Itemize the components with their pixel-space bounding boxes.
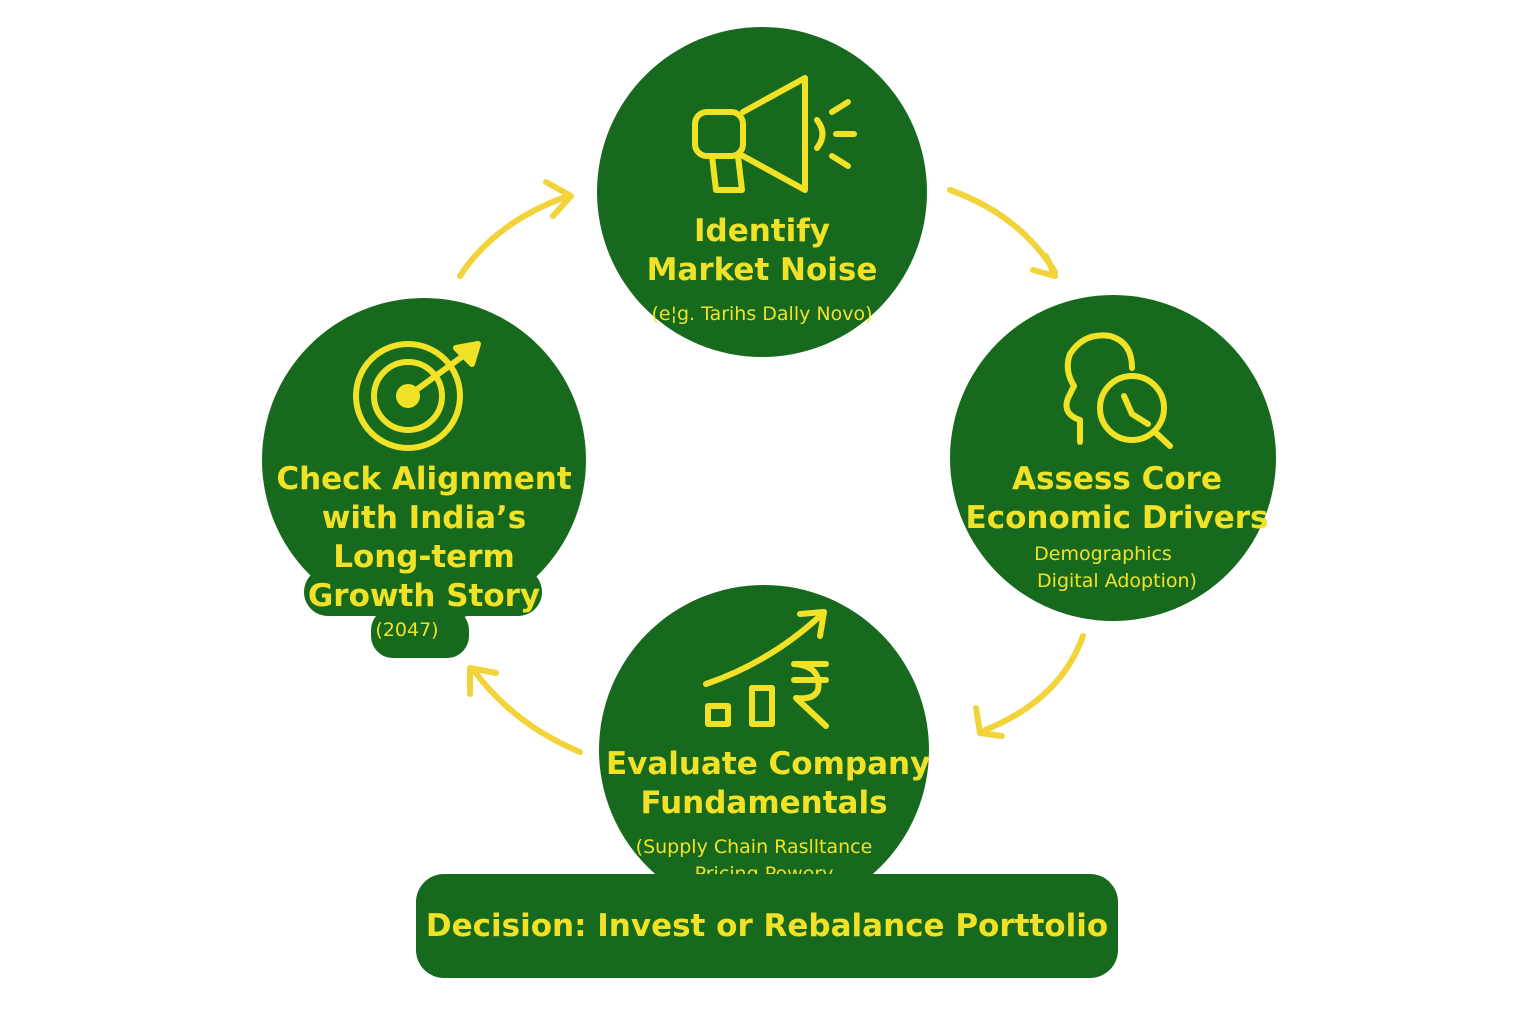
node-evaluate-title-line1: Evaluate Company xyxy=(606,746,931,782)
node-assess-circle xyxy=(950,295,1276,621)
node-assess-title-line2: Economic Drivers xyxy=(965,500,1269,536)
node-evaluate-subtitle-line1: (Supply Chain Raslltance xyxy=(635,836,873,858)
node-check-title-line4: Growth Story xyxy=(307,578,541,614)
decision-label: Decision: Invest or Rebalance Porttolio xyxy=(425,908,1109,944)
node-identify-title-line2: Market Noise xyxy=(646,252,878,288)
node-check: Check Alignment with India’s Long-term G… xyxy=(270,460,578,643)
node-identify-subtitle: (e¦g. Tarihs Dally Novo) xyxy=(651,303,873,325)
node-assess: Assess Core Economic Drivers Demographic… xyxy=(962,460,1272,594)
node-evaluate-circle xyxy=(599,585,929,915)
arrow-identify-to-assess xyxy=(947,187,1058,279)
node-check-title-line2: with India’s xyxy=(321,500,527,536)
node-check-title-line1: Check Alignment xyxy=(276,461,572,497)
arrow-evaluate-to-check xyxy=(467,665,583,755)
node-identify-circle xyxy=(597,27,927,357)
node-identify-title-line1: Identify xyxy=(694,213,830,249)
node-evaluate: Evaluate Company Fundamentals (Supply Ch… xyxy=(606,745,931,887)
arrow-check-to-identify xyxy=(457,179,574,279)
node-evaluate-title-line2: Fundamentals xyxy=(640,785,888,821)
node-identify: Identify Market Noise (e¦g. Tarihs Dally… xyxy=(612,212,912,327)
decision-banner: Decision: Invest or Rebalance Porttolio xyxy=(416,874,1118,978)
rupee-growth-chart-icon xyxy=(703,609,829,729)
node-assess-subtitle-line1: Demographics xyxy=(1034,543,1172,565)
arrow-assess-to-evaluate xyxy=(973,633,1086,739)
head-magnifier-icon xyxy=(1063,332,1173,449)
node-assess-subtitle-line2: Digital Adoption) xyxy=(1037,570,1197,592)
target-arrow-icon xyxy=(353,341,481,451)
megaphone-icon xyxy=(692,75,857,193)
node-assess-title-line1: Assess Core xyxy=(1012,461,1222,497)
node-check-shape xyxy=(262,298,586,658)
node-check-title-line3: Long-term xyxy=(333,539,515,575)
node-check-subtitle: (2047) xyxy=(375,619,439,641)
